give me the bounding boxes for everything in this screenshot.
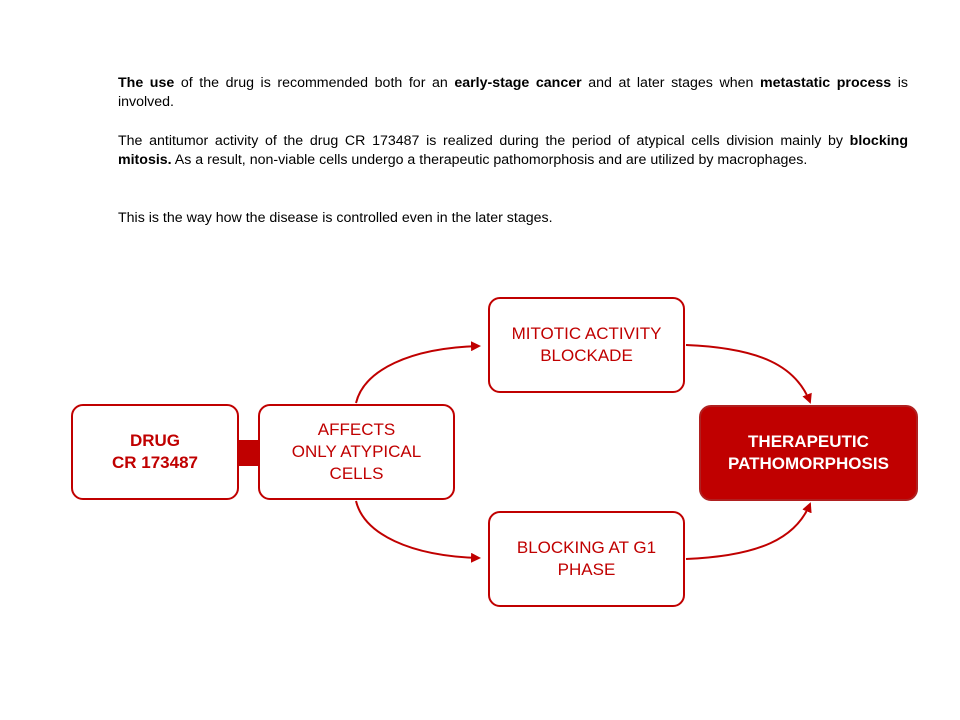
arrow-affects-to-mitotic: [355, 341, 481, 404]
text-run: and at later stages when: [581, 75, 760, 91]
intro-paragraph-control: This is the way how the disease is contr…: [118, 209, 908, 228]
text-run: As a result, non-viable cells undergo a …: [171, 152, 808, 168]
intro-paragraph-usage: The use of the drug is recommended both …: [118, 74, 908, 112]
mitotic-box-line-2: BLOCKADE: [540, 346, 633, 365]
mitotic-blockade-box: MITOTIC ACTIVITY BLOCKADE: [488, 297, 685, 393]
therapeutic-box-line-1: THERAPEUTIC: [748, 432, 869, 451]
text-run: This is the way how the disease is contr…: [118, 210, 553, 226]
emphasized-text: blocking mitosis.: [118, 133, 908, 168]
g1-phase-blocking-box: BLOCKING AT G1 PHASE: [488, 511, 685, 607]
arrow-g1-to-therapeutic: [685, 502, 812, 560]
intro-paragraph-mechanism: The antitumor activity of the drug CR 17…: [118, 132, 908, 170]
affects-box-line-1: AFFECTS: [317, 420, 396, 439]
text-run: of the drug is recommended both for an: [174, 75, 455, 91]
text-run: is involved.: [118, 75, 909, 110]
therapeutic-pathomorphosis-box: THERAPEUTIC PATHOMORPHOSIS: [699, 405, 918, 501]
therapeutic-box-line-2: PATHOMORPHOSIS: [728, 454, 889, 473]
text-run: The antitumor activity of the drug CR 17…: [118, 133, 850, 149]
emphasized-text: The use: [118, 75, 175, 91]
drug-box: DRUG CR 173487: [71, 404, 239, 500]
affects-box-line-2: ONLY ATYPICAL: [291, 442, 422, 461]
emphasized-text: metastatic process: [759, 75, 892, 91]
drug-box-line-2: CR 173487: [111, 453, 198, 472]
g1-box-line-2: PHASE: [557, 560, 616, 579]
drug-box-line-1: DRUG: [129, 431, 181, 450]
g1-box-line-1: BLOCKING AT G1: [516, 538, 657, 557]
arrow-affects-to-g1: [355, 500, 481, 563]
mitotic-box-line-1: MITOTIC ACTIVITY: [511, 324, 662, 343]
affects-box-line-3: CELLS: [329, 464, 384, 483]
arrow-mitotic-to-therapeutic: [685, 344, 812, 404]
affects-atypical-cells-box: AFFECTS ONLY ATYPICAL CELLS: [258, 404, 455, 500]
emphasized-text: early-stage cancer: [454, 75, 582, 91]
